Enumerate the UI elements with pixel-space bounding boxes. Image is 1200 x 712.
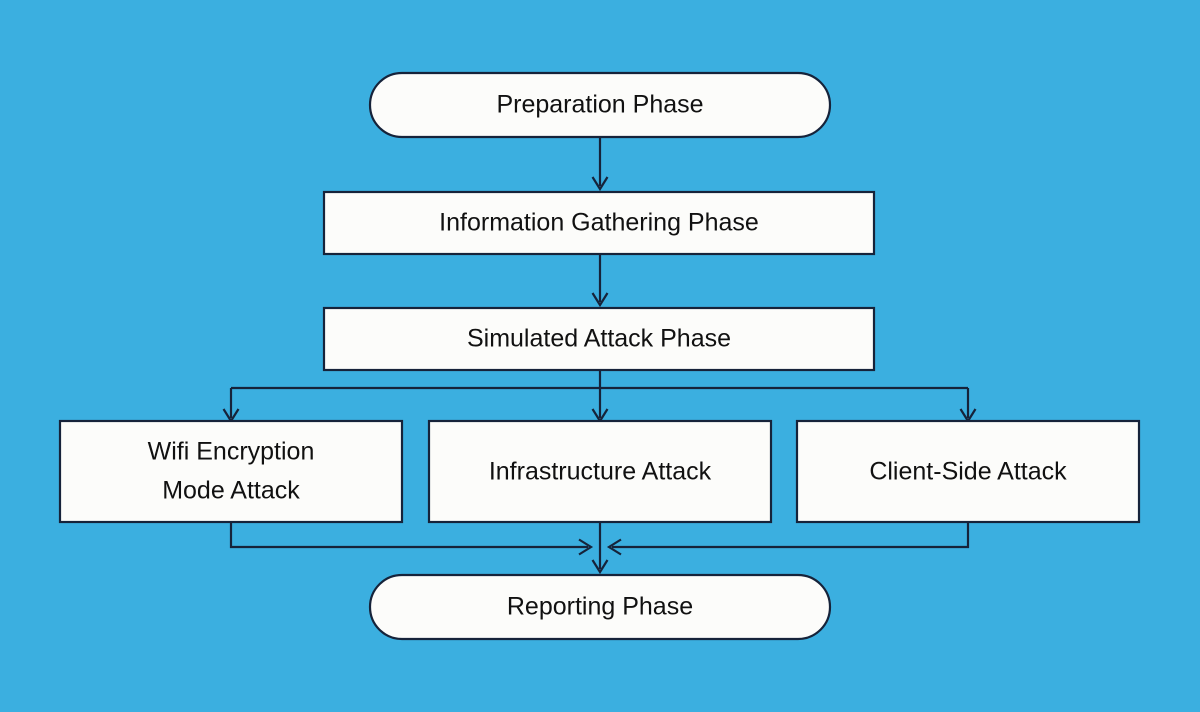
node-reporting-phase-label: Reporting Phase [507, 593, 693, 621]
node-client-side-attack-label: Client-Side Attack [869, 458, 1067, 486]
edge-wifi-attack-to-reporting [229, 522, 594, 556]
node-preparation-phase-label: Preparation Phase [496, 91, 703, 119]
node-infrastructure-attack-label: Infrastructure Attack [489, 458, 712, 486]
edge-information-gathering-to-simulated-attack [591, 254, 609, 308]
edge-infrastructure-attack-to-reporting [591, 522, 609, 575]
node-infrastructure-attack-shape[interactable] [427, 419, 773, 524]
edge-client-attack-to-reporting [606, 522, 970, 556]
node-reporting-phase-shape[interactable] [368, 573, 832, 641]
node-layer: Preparation Phase Information Gathering … [58, 71, 1141, 641]
edge-preparation-to-information-gathering [591, 137, 609, 192]
node-preparation-phase[interactable]: Preparation Phase [368, 71, 832, 139]
node-information-gathering-phase-label: Information Gathering Phase [439, 209, 759, 237]
node-reporting-phase[interactable]: Reporting Phase [368, 573, 832, 641]
node-preparation-phase-shape[interactable] [368, 71, 832, 139]
node-wifi-encryption-mode-attack[interactable]: Wifi Encryption Mode Attack [58, 419, 404, 524]
node-simulated-attack-phase-label: Simulated Attack Phase [467, 325, 731, 353]
node-wifi-encryption-mode-attack-label-line1: Wifi Encryption [148, 438, 315, 466]
node-wifi-encryption-mode-attack-label-line2: Mode Attack [162, 477, 300, 505]
node-information-gathering-phase[interactable]: Information Gathering Phase [322, 190, 876, 256]
node-wifi-encryption-mode-attack-shape[interactable] [58, 419, 404, 524]
edge-simulated-attack-to-branches [222, 370, 977, 424]
node-simulated-attack-phase-shape[interactable] [322, 306, 876, 372]
node-client-side-attack[interactable]: Client-Side Attack [795, 419, 1141, 524]
node-simulated-attack-phase[interactable]: Simulated Attack Phase [322, 306, 876, 372]
connector-layer [222, 137, 977, 575]
node-client-side-attack-shape[interactable] [795, 419, 1141, 524]
node-information-gathering-phase-shape[interactable] [322, 190, 876, 256]
node-infrastructure-attack[interactable]: Infrastructure Attack [427, 419, 773, 524]
